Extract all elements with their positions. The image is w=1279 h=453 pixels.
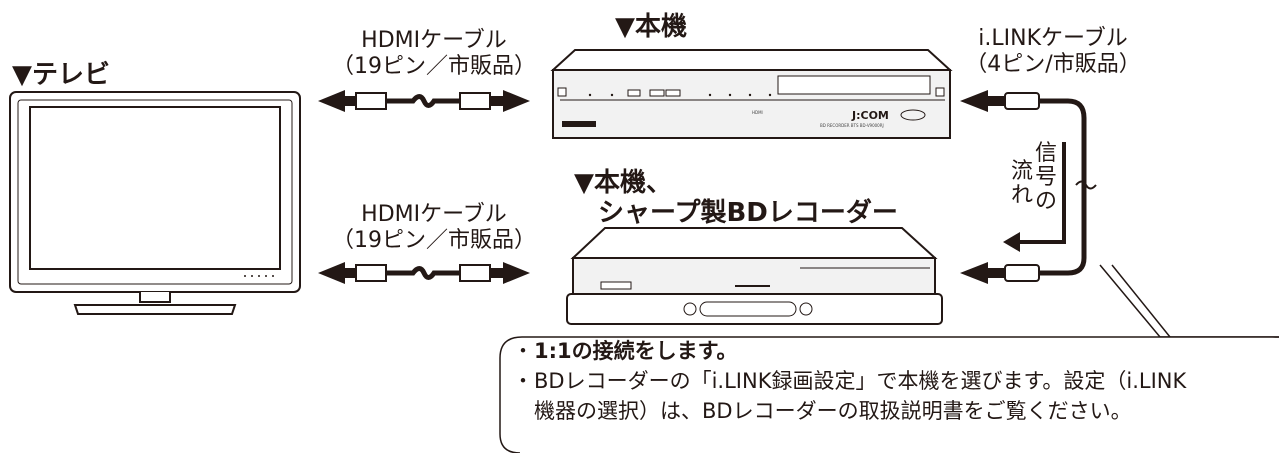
hdmi-bottom-label: HDMIケーブル （19ピン／市販品） xyxy=(318,204,550,252)
recorder-label-line1: ▼本機、 xyxy=(574,168,672,198)
note-text: ・ 1:1の接続をします。 ・ BDレコーダーの「i.LINK録画設定」で本機を… xyxy=(512,336,1272,426)
note-item-2: ・ BDレコーダーの「i.LINK録画設定」で本機を選びます。設定（i.LINK xyxy=(512,366,1272,396)
ilink-name: i.LINKケーブル xyxy=(978,26,1128,51)
note-item-1: ・ 1:1の接続をします。 xyxy=(512,336,1272,366)
ilink-spec: （4ピン/市販品） xyxy=(965,52,1141,77)
hdmi-top-label: HDMIケーブル （19ピン／市販品） xyxy=(318,30,550,78)
unit-label: ▼本機 xyxy=(615,12,687,42)
note-item-2-line2: 機器の選択）は、BDレコーダーの取扱説明書をご覧ください。 xyxy=(534,399,1132,423)
hdmi-bottom-spec: （19ピン／市販品） xyxy=(332,228,536,253)
hdmi-bottom-name: HDMIケーブル xyxy=(361,202,507,227)
unit-hdmi-label: HDMI xyxy=(752,110,763,115)
hdmi-top-spec: （19ピン／市販品） xyxy=(332,54,536,79)
recorder-illustration xyxy=(566,227,943,325)
note-item-2-cont: 機器の選択）は、BDレコーダーの取扱説明書をご覧ください。 xyxy=(512,396,1272,426)
tv-illustration xyxy=(9,91,301,315)
signal-flow-label-col2: 信号の xyxy=(1034,141,1057,214)
unit-illustration: J:COM BD RECORDER BTS BD-V9000RJ HDMI xyxy=(550,49,953,139)
hdmi-cable-bottom xyxy=(318,262,530,284)
ilink-cable xyxy=(960,90,1097,284)
recorder-label-line2: シャープ製BDレコーダー xyxy=(598,198,898,228)
note-item-1-text: 1:1の接続をします。 xyxy=(534,339,738,363)
bullet: ・ xyxy=(512,339,534,363)
unit-brand-logo: J:COM xyxy=(851,109,889,122)
bullet: ・ xyxy=(512,369,534,393)
note-callout xyxy=(499,264,1279,453)
note-item-2-line1: BDレコーダーの「i.LINK録画設定」で本機を選びます。設定（i.LINK xyxy=(534,369,1187,393)
hdmi-top-name: HDMIケーブル xyxy=(361,28,507,53)
unit-model-label: BD RECORDER BTS BD-V9000RJ xyxy=(820,123,884,128)
tv-label: ▼テレビ xyxy=(12,60,110,90)
ilink-label: i.LINKケーブル （4ピン/市販品） xyxy=(958,28,1148,76)
hdmi-cable-top xyxy=(318,90,530,112)
signal-flow-label-col1: 流れ xyxy=(1010,159,1033,208)
